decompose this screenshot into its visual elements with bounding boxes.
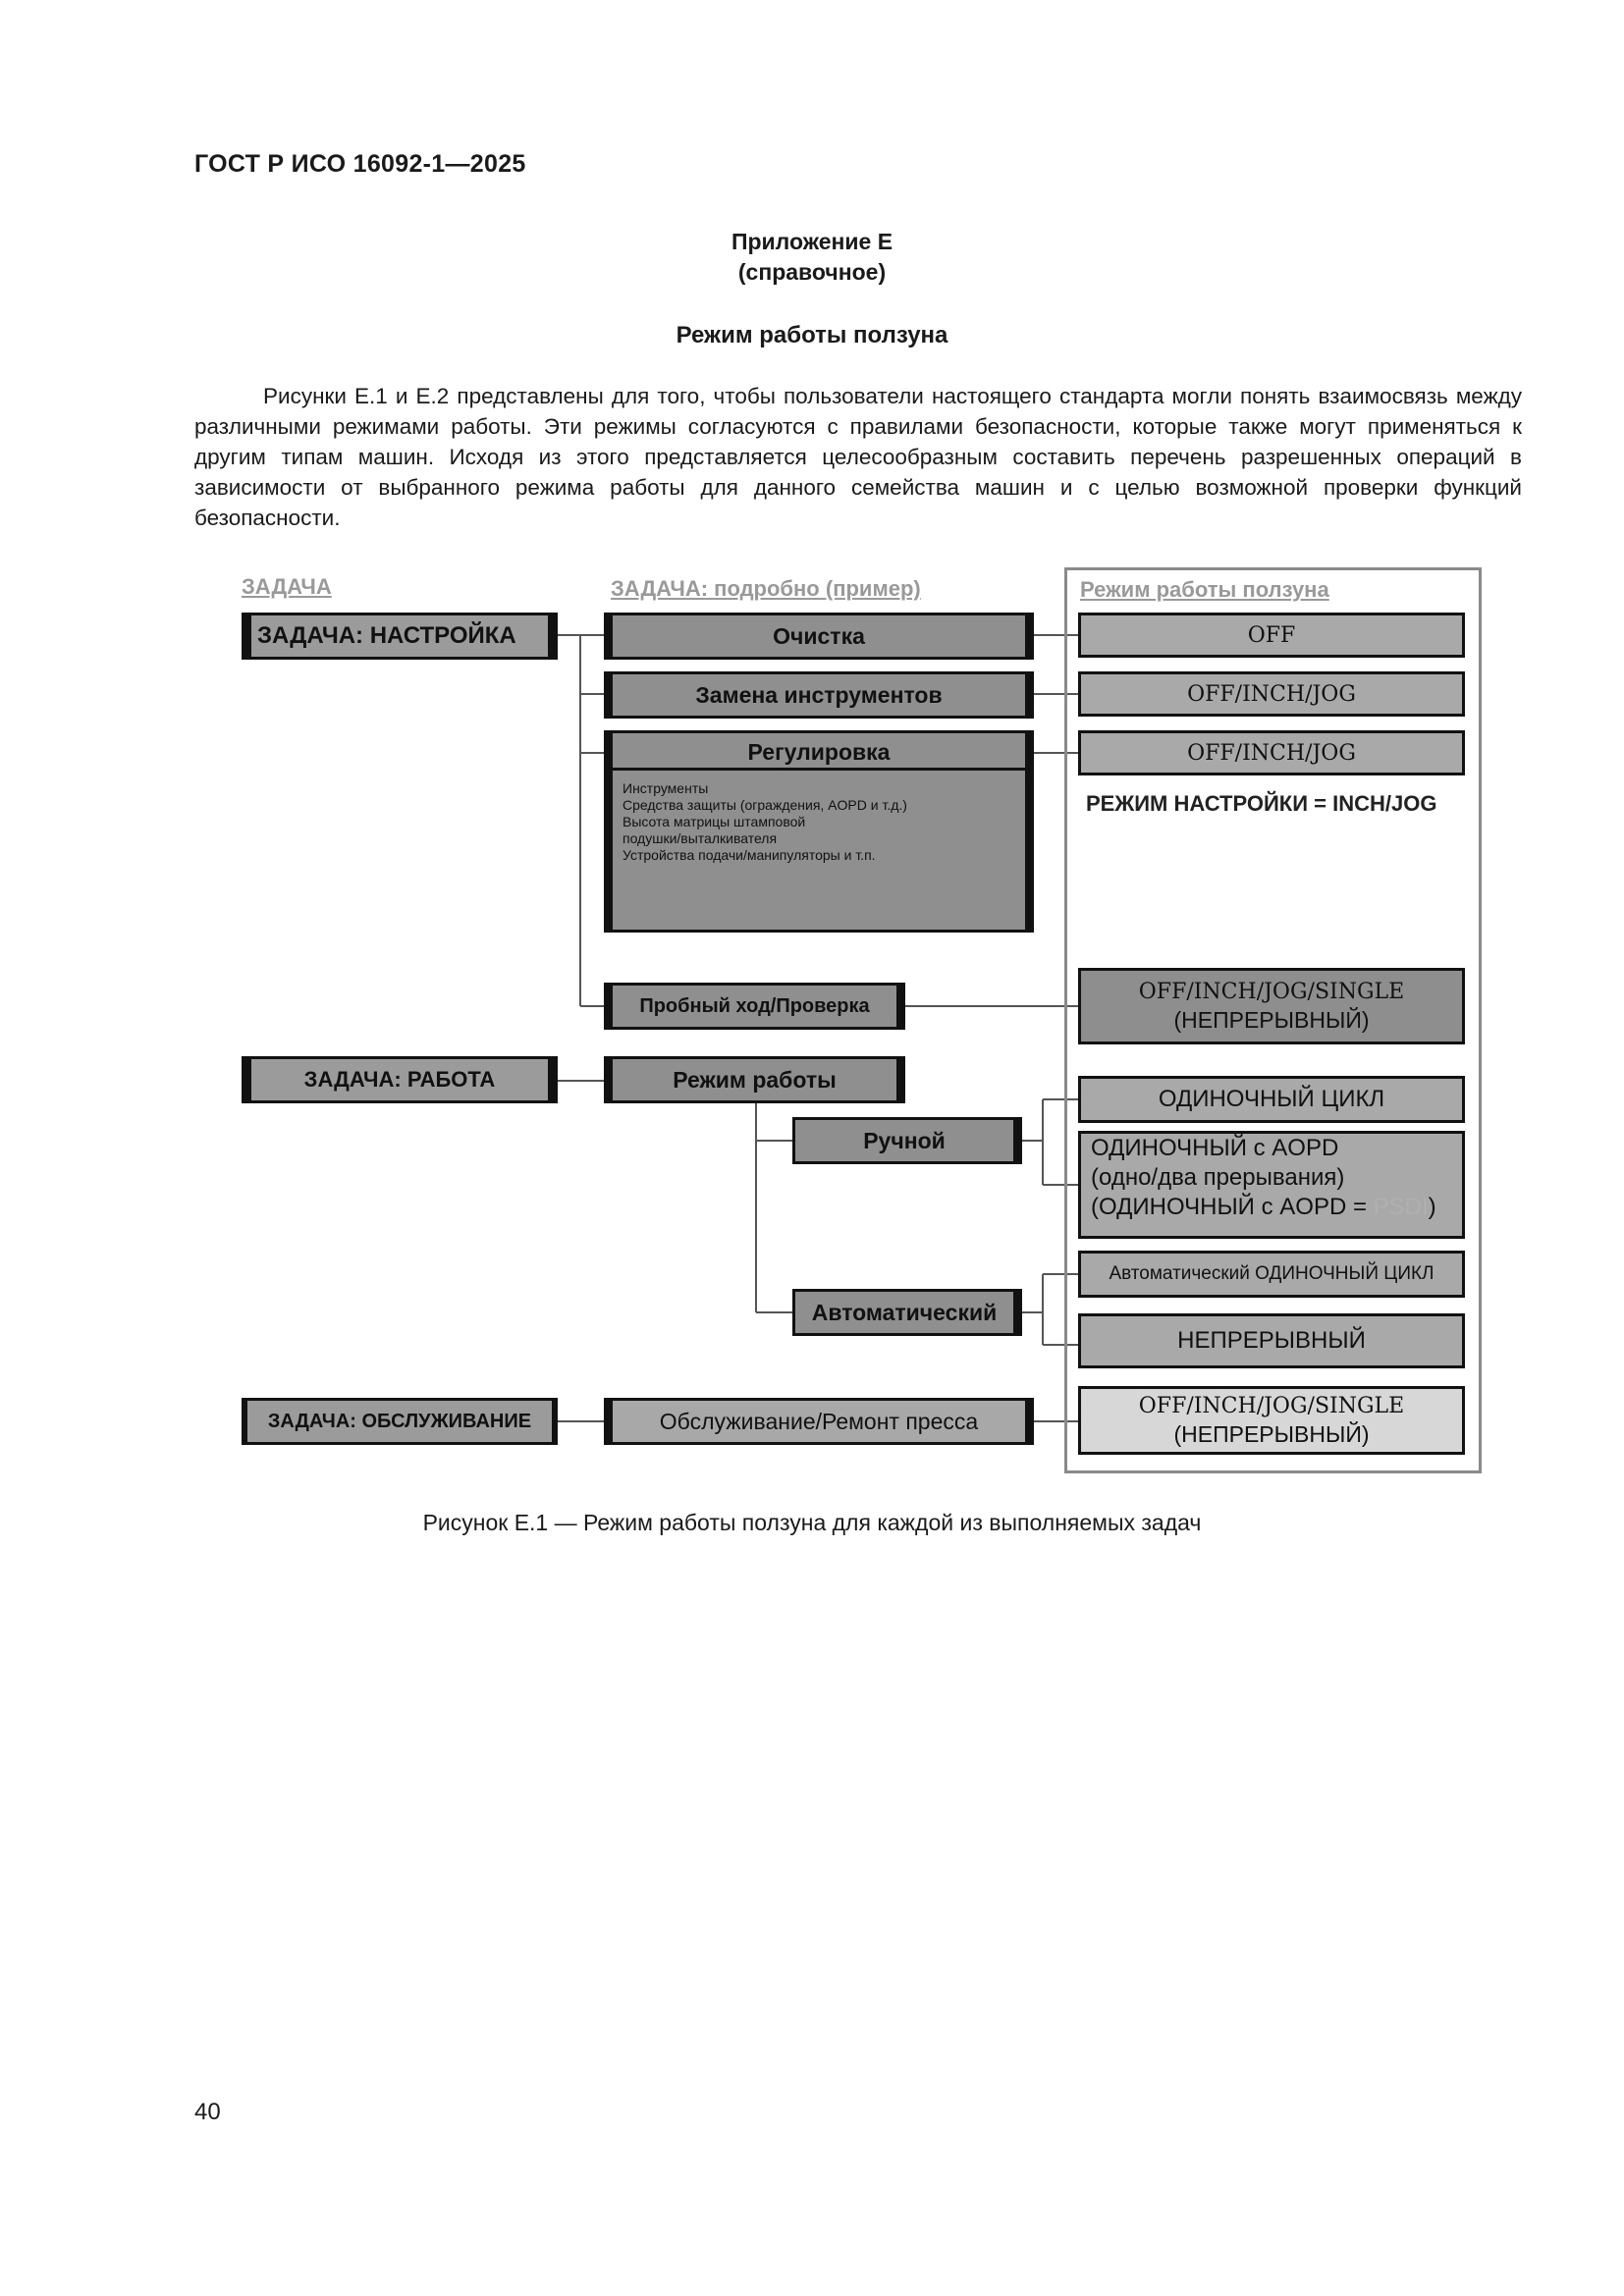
task-work: ЗАДАЧА: РАБОТА xyxy=(242,1056,558,1103)
mode-single-cycle: ОДИНОЧНЫЙ ЦИКЛ xyxy=(1078,1076,1465,1123)
mode-single-aopd-line3-text: (ОДИНОЧНЫЙ с AOPD = xyxy=(1091,1194,1374,1220)
mode-off-inch-jog-1: OFF/INCH/JOG xyxy=(1078,671,1465,717)
detail-tool-change: Замена инструментов xyxy=(604,671,1034,719)
adjustment-item: Инструменты xyxy=(623,780,709,796)
mode-off: OFF xyxy=(1078,613,1465,658)
task-setup: ЗАДАЧА: НАСТРОЙКА xyxy=(242,613,558,660)
detail-trial: Пробный ход/Проверка xyxy=(604,983,905,1030)
mode-single-aopd: ОДИНОЧНЫЙ с AOPD (одно/два прерывания) (… xyxy=(1078,1131,1465,1239)
page-number: 40 xyxy=(194,2099,221,2125)
adjustment-item: подушки/выталкивателя xyxy=(623,830,778,846)
adjustment-item: Средства защиты (ограждения, AOPD и т.д.… xyxy=(623,797,907,813)
mode-trial-line2: (НЕПРЕРЫВНЫЙ) xyxy=(1173,1007,1370,1033)
header-detail: ЗАДАЧА: подробно (пример) xyxy=(611,576,921,601)
detail-adjustment-label: Регулировка xyxy=(747,739,891,765)
setup-mode-note: РЕЖИМ НАСТРОЙКИ = INCH/JOG xyxy=(1086,791,1437,816)
detail-cleaning: Очистка xyxy=(604,613,1034,660)
detail-service-repair: Обслуживание/Ремонт пресса xyxy=(604,1398,1034,1445)
header-mode: Режим работы ползуна xyxy=(1080,577,1329,602)
mode-off-inch-jog-2: OFF/INCH/JOG xyxy=(1078,730,1465,775)
mode-trial-line1: OFF/INCH/JOG/SINGLE xyxy=(1138,980,1405,1004)
mode-column-frame xyxy=(1064,567,1482,1473)
mode-service-line1: OFF/INCH/JOG/SINGLE xyxy=(1138,1394,1405,1418)
mode-single-aopd-line3-close: ) xyxy=(1428,1194,1436,1220)
document-code: ГОСТ Р ИСО 16092-1—2025 xyxy=(194,150,526,178)
mode-service: OFF/INCH/JOG/SINGLE (НЕПРЕРЫВНЫЙ) xyxy=(1078,1386,1465,1455)
mode-continuous: НЕПРЕРЫВНЫЙ xyxy=(1078,1313,1465,1368)
mode-single-aopd-line2: (одно/два прерывания) xyxy=(1091,1164,1345,1191)
mode-trial: OFF/INCH/JOG/SINGLE (НЕПРЕРЫВНЫЙ) xyxy=(1078,968,1465,1044)
annex-heading: Режим работы ползуна xyxy=(676,322,948,348)
adjustment-item: Высота матрицы штамповой xyxy=(623,814,806,829)
mode-single-aopd-line3: (ОДИНОЧНЫЙ с AOPD = PSDI) xyxy=(1091,1193,1436,1222)
annex-kind: (справочное) xyxy=(737,259,887,285)
task-service: ЗАДАЧА: ОБСЛУЖИВАНИЕ xyxy=(242,1398,558,1445)
adjustment-items: Инструменты Средства защиты (ограждения,… xyxy=(623,780,907,864)
mode-service-line2: (НЕПРЕРЫВНЫЙ) xyxy=(1173,1421,1370,1447)
detail-adjustment: Регулировка xyxy=(604,730,1034,933)
figure-caption: Рисунок Е.1 — Режим работы ползуна для к… xyxy=(422,1510,1202,1535)
detail-operation-mode: Режим работы xyxy=(604,1056,905,1103)
mode-auto-single: Автоматический ОДИНОЧНЫЙ ЦИКЛ xyxy=(1078,1251,1465,1298)
detail-manual: Ручной xyxy=(792,1117,1022,1164)
mode-single-aopd-line1: ОДИНОЧНЫЙ с AOPD xyxy=(1091,1135,1339,1161)
annex-title: Приложение Е xyxy=(731,229,893,254)
intro-paragraph: Рисунки Е.1 и Е.2 представлены для того,… xyxy=(194,384,1522,530)
psdi-label: PSDI xyxy=(1373,1194,1429,1220)
detail-automatic: Автоматический xyxy=(792,1289,1022,1336)
adjustment-item: Устройства подачи/манипуляторы и т.п. xyxy=(623,847,876,863)
header-task: ЗАДАЧА xyxy=(242,574,332,599)
adjustment-divider xyxy=(613,768,1025,771)
